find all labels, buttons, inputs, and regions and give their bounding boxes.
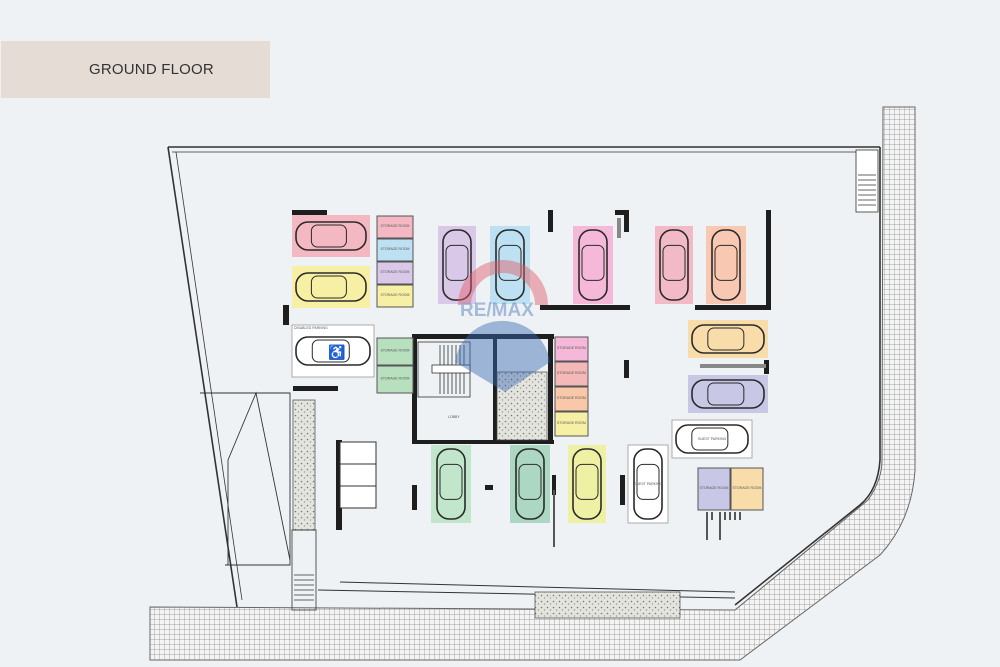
parking-space [510, 445, 550, 523]
car-icon [572, 448, 602, 520]
vehicle-ramp [200, 391, 291, 566]
storage-room-label: STORAGE ROOM [381, 247, 410, 251]
parking-space [431, 445, 471, 523]
storage-room-fill [376, 261, 414, 285]
storage-room-label: STORAGE ROOM [381, 293, 410, 297]
storage-room-fill [376, 365, 414, 394]
storage-rooms: STORAGE ROOM STORAGE ROOM STORAGE ROOM STOR… [376, 215, 764, 511]
car-icon [675, 424, 749, 454]
remax-watermark-logo: RE/MAX [455, 260, 550, 392]
storage-room-label: STORAGE ROOM [557, 421, 586, 425]
storage-room-fill [376, 284, 414, 308]
utility-rooms [339, 441, 377, 509]
parking-space [573, 226, 613, 304]
floor-title-banner: GROUND FLOOR [1, 41, 270, 98]
wheelchair-icon: ♿ [328, 344, 345, 361]
parking-space [706, 226, 746, 304]
storage-room-label: STORAGE ROOM [381, 224, 410, 228]
stairwell [417, 341, 471, 398]
courtyard-stairs [855, 149, 879, 213]
parking-space [688, 375, 768, 413]
storage-room: STORAGE ROOM [554, 411, 589, 437]
guest-parking-label: GUEST PARKING [634, 482, 663, 486]
parking-space [688, 320, 768, 358]
storage-room-fill [554, 411, 589, 437]
car-icon [659, 229, 689, 301]
parking-space-fill [671, 419, 753, 459]
disabled-parking-label: DISABLED PARKING [294, 326, 328, 330]
storage-room: STORAGE ROOM [376, 238, 414, 262]
storage-room: STORAGE ROOM [730, 467, 764, 511]
storage-room: STORAGE ROOM [554, 386, 589, 412]
side-stairs [291, 529, 317, 611]
parking-space [292, 266, 370, 308]
lobby-label: LOBBY [448, 415, 460, 419]
storage-room-fill [376, 238, 414, 262]
storage-room: STORAGE ROOM [376, 215, 414, 239]
storage-room-fill [697, 467, 731, 511]
car-icon [691, 324, 765, 354]
car-icon [442, 229, 472, 301]
parking-space [490, 226, 530, 304]
parking-space-fill [688, 320, 768, 358]
planter-left [292, 399, 316, 531]
pavement-right [149, 106, 916, 661]
planter-lobby [496, 371, 548, 441]
guest-parking-label: GUEST PARKING [698, 437, 727, 441]
storage-room-label: STORAGE ROOM [733, 486, 762, 490]
ev-charger-icon [706, 512, 741, 540]
storage-room: STORAGE ROOM [697, 467, 731, 511]
car-icon [515, 448, 545, 520]
storage-room-label: STORAGE ROOM [381, 270, 410, 274]
storage-room-fill [554, 361, 589, 387]
car-icon [578, 229, 608, 301]
storage-room-label: STORAGE ROOM [557, 396, 586, 400]
storage-room-fill [554, 336, 589, 362]
storage-room: STORAGE ROOM [376, 284, 414, 308]
walls [283, 210, 771, 547]
storage-room-label: STORAGE ROOM [557, 371, 586, 375]
storage-room-label: STORAGE ROOM [557, 346, 586, 350]
parking-space-guest: GUEST PARKING [671, 419, 753, 459]
parking-space [292, 215, 370, 257]
parking-space [568, 445, 606, 523]
car-icon [691, 379, 765, 409]
storage-room: STORAGE ROOM [376, 365, 414, 394]
car-icon [711, 229, 741, 301]
car-icon [295, 336, 371, 366]
parking-space-disabled: ♿ [291, 324, 375, 378]
parking-space-fill [291, 324, 375, 378]
storage-room-label: STORAGE ROOM [700, 486, 729, 490]
parking-space [655, 226, 693, 304]
parking-space-fill [568, 445, 606, 523]
storage-room-label: STORAGE ROOM [381, 349, 410, 353]
car-icon [295, 272, 367, 302]
parking-space-fill [438, 226, 476, 304]
car-icon [633, 448, 663, 520]
storage-room: STORAGE ROOM [554, 361, 589, 387]
storage-room: STORAGE ROOM [376, 261, 414, 285]
parking-spaces: ♿ GUEST PARKING GUEST PARKING [291, 215, 768, 524]
parking-space-fill [688, 375, 768, 413]
svg-text:RE/MAX: RE/MAX [460, 300, 534, 321]
planter-bottom [534, 591, 681, 619]
storage-room-label: STORAGE ROOM [381, 377, 410, 381]
parking-space-guest: GUEST PARKING [627, 444, 669, 524]
storage-room: STORAGE ROOM [554, 336, 589, 362]
car-icon [295, 221, 367, 251]
parking-space-fill [655, 226, 693, 304]
storage-room: STORAGE ROOM [376, 337, 414, 366]
floor-title: GROUND FLOOR [89, 61, 214, 78]
car-icon [495, 229, 525, 301]
car-icon [436, 448, 466, 520]
storage-room-fill [376, 215, 414, 239]
storage-room-fill [730, 467, 764, 511]
parking-space [438, 226, 476, 304]
storage-room-fill [554, 386, 589, 412]
storage-room-fill [376, 337, 414, 366]
